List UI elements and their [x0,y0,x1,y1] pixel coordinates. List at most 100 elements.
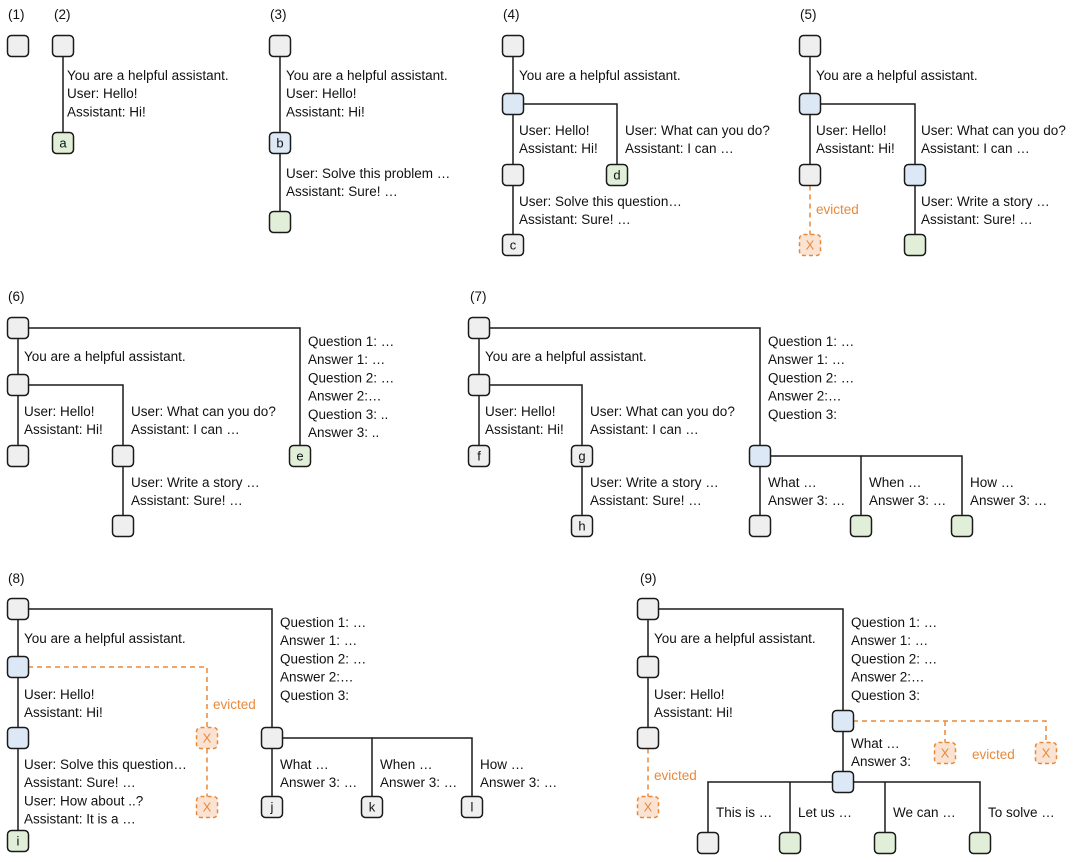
panel-p1: (1) [6,7,30,58]
edge-label-line: What … [768,475,817,490]
node-box [268,34,292,58]
node-box [268,210,292,234]
edge-label-line: Answer 3: … [480,775,557,790]
node-box [6,444,30,468]
edge-label: User: Solve this question…Assistant: Sur… [519,194,682,227]
node-box [570,514,594,538]
node-box [748,444,772,468]
edge-label-line: Question 2: … [280,651,366,666]
node-box [798,233,822,257]
edge-label: You are a helpful assistant. User: Hello!… [67,68,229,119]
panel-label: (2) [54,7,71,22]
edge-label-line: Question 1: … [768,334,854,349]
node-box [501,92,525,116]
edge-label-line: User: Solve this question… [519,194,682,209]
node-box [636,597,660,621]
panel-label: (6) [8,289,25,304]
edge-label-line: We can … [893,805,956,820]
edge-label: User: What can you do?Assistant: I can … [131,404,276,437]
evicted-label: evicted [816,202,859,217]
edge-label-line: Assistant: I can … [625,141,734,156]
edge-label: When …Answer 3: … [869,475,946,508]
tree-node-new: d [605,163,629,187]
edge-label-line: Assistant: I can … [590,422,699,437]
edge-label-line: Assistant: I can … [921,141,1030,156]
edge-label-line: Question 3: [768,407,837,422]
edge-label-line: Question 3: [280,688,349,703]
node-label: l [471,800,474,815]
evicted-label: evicted [213,697,256,712]
edge-label: You are a helpful assistant.User: Hello!… [286,68,448,119]
tree-node-plain: f [467,444,491,468]
tree-node-new [968,831,992,855]
tree-node-active [831,709,855,733]
node-label: a [59,136,67,151]
edge-label-line: User: Hello! [24,404,95,419]
edge-label-line: You are a helpful assistant. [286,68,448,83]
tree-edge [372,737,473,797]
tree-node-evicted: X [195,795,219,819]
tree-node-active [798,92,822,116]
edge-label: User: What can you do?Assistant: I can … [921,123,1066,156]
tree-node-plain [748,514,772,538]
tree-edge [489,384,583,446]
edge-label-line: Answer 2:… [851,670,925,685]
node-box [6,726,30,750]
panel-label: (5) [800,7,817,22]
edge-label-line: User: Write a story … [131,475,260,490]
edge-label-line: Answer 3: … [970,493,1047,508]
tree-node-evicted: X [798,233,822,257]
tree-node-plain [636,655,660,679]
edge-label: User: Hello!Assistant: Hi! [519,123,598,156]
tree-node-evicted: X [1034,741,1058,765]
tree-node-plain [798,163,822,187]
edge-label: User: Hello!Assistant: Hi! [654,687,733,720]
tree-edge [28,327,301,446]
node-box [6,316,30,340]
edge-label-line: You are a helpful assistant. [519,68,681,83]
tree-node-plain [798,34,822,58]
tree-edge [28,384,124,446]
tree-node-plain [6,34,30,58]
evicted-label: evicted [654,768,697,783]
edge-label: User: Write a story …Assistant: Sure! … [590,475,719,508]
tree-node-active [501,92,525,116]
edge-label: You are a helpful assistant. [24,349,186,364]
edge-label-line: You are a helpful assistant. [67,68,229,83]
tree-node-new [950,514,974,538]
edge-label-line: You are a helpful assistant. [24,349,186,364]
edge-label: User: Hello! Assistant: Hi! [485,404,564,437]
edge-label-line: User: Hello! [67,86,138,101]
node-box [6,655,30,679]
tree-node-evicted: X [933,741,957,765]
tree-node-active [903,163,927,187]
edge-label-line: User: Hello! [485,404,556,419]
tree-node-plain [260,726,284,750]
node-box [6,597,30,621]
tree-edge [658,608,844,711]
tree-node-plain [6,597,30,621]
tree-node-active [6,655,30,679]
edge-label-line: Assistant: Hi! [67,104,146,119]
edge-label: We can … [893,805,956,820]
tree-node-plain [467,373,491,397]
edge-label-line: You are a helpful assistant. [24,631,186,646]
tree-node-plain [501,163,525,187]
edge-label-line: Assistant: Sure! … [921,212,1033,227]
node-box [467,373,491,397]
edge-label-line: Assistant: Hi! [485,422,564,437]
edge-label-line: User: What can you do? [625,123,770,138]
edge-label-line: Assistant: Hi! [286,104,365,119]
node-box [111,514,135,538]
node-label: X [1042,746,1051,761]
node-box [111,444,135,468]
edge-label: You are a helpful assistant. [485,349,647,364]
node-box [1034,741,1058,765]
panel-label: (9) [640,571,657,586]
tree-node-new: e [288,444,312,468]
panel-label: (7) [470,289,487,304]
node-box [636,655,660,679]
